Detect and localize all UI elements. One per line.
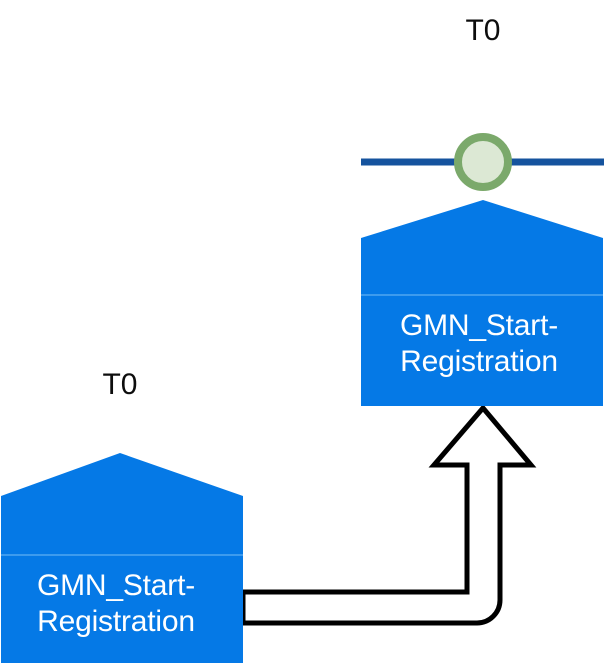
upper-node[interactable]	[361, 200, 603, 406]
upper-node-shape[interactable]	[361, 200, 603, 406]
upper-node-time-label: T0	[465, 14, 501, 47]
timeline-marker-icon[interactable]	[454, 133, 512, 191]
lower-node-time-label: T0	[102, 368, 138, 401]
lower-node-shape[interactable]	[1, 453, 243, 663]
flow-arrow[interactable]	[240, 404, 537, 626]
lower-node[interactable]	[1, 453, 243, 663]
